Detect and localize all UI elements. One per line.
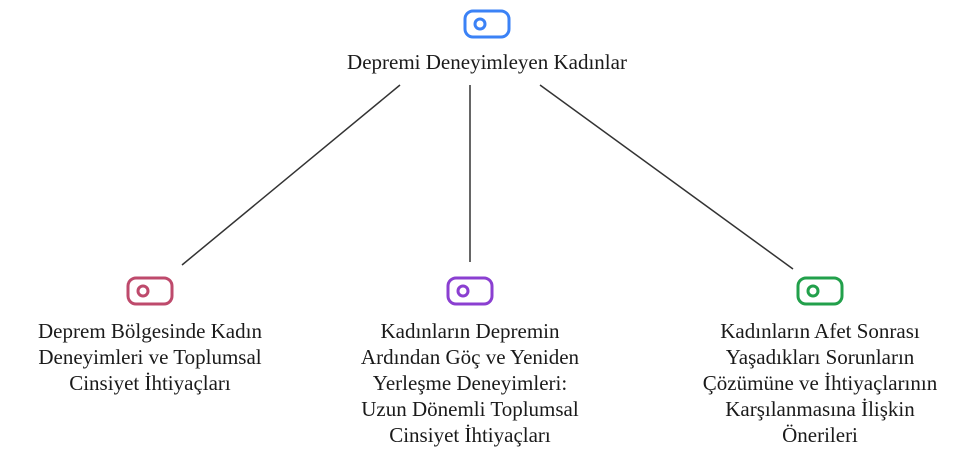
toggle-tag-icon	[446, 276, 494, 306]
toggle-tag-icon	[463, 9, 511, 39]
toggle-tag-icon	[796, 276, 844, 306]
child-node-3: Kadınların Afet Sonrası Yaşadıkları Soru…	[670, 275, 970, 448]
child-node-3-label: Kadınların Afet Sonrası Yaşadıkları Soru…	[702, 319, 938, 447]
child-node-1-label: Deprem Bölgesinde Kadın Deneyimleri ve T…	[38, 319, 262, 395]
connector-line-3	[539, 84, 794, 270]
child-node-2: Kadınların Depremin Ardından Göç ve Yeni…	[310, 275, 630, 448]
toggle-tag-icon	[126, 276, 174, 306]
root-node-label: Depremi Deneyimleyen Kadınlar	[347, 50, 627, 74]
child-node-1: Deprem Bölgesinde Kadın Deneyimleri ve T…	[0, 275, 300, 396]
connector-line-1	[181, 84, 401, 266]
child-node-2-label: Kadınların Depremin Ardından Göç ve Yeni…	[360, 319, 580, 447]
root-node: Depremi Deneyimleyen Kadınlar	[237, 8, 737, 75]
